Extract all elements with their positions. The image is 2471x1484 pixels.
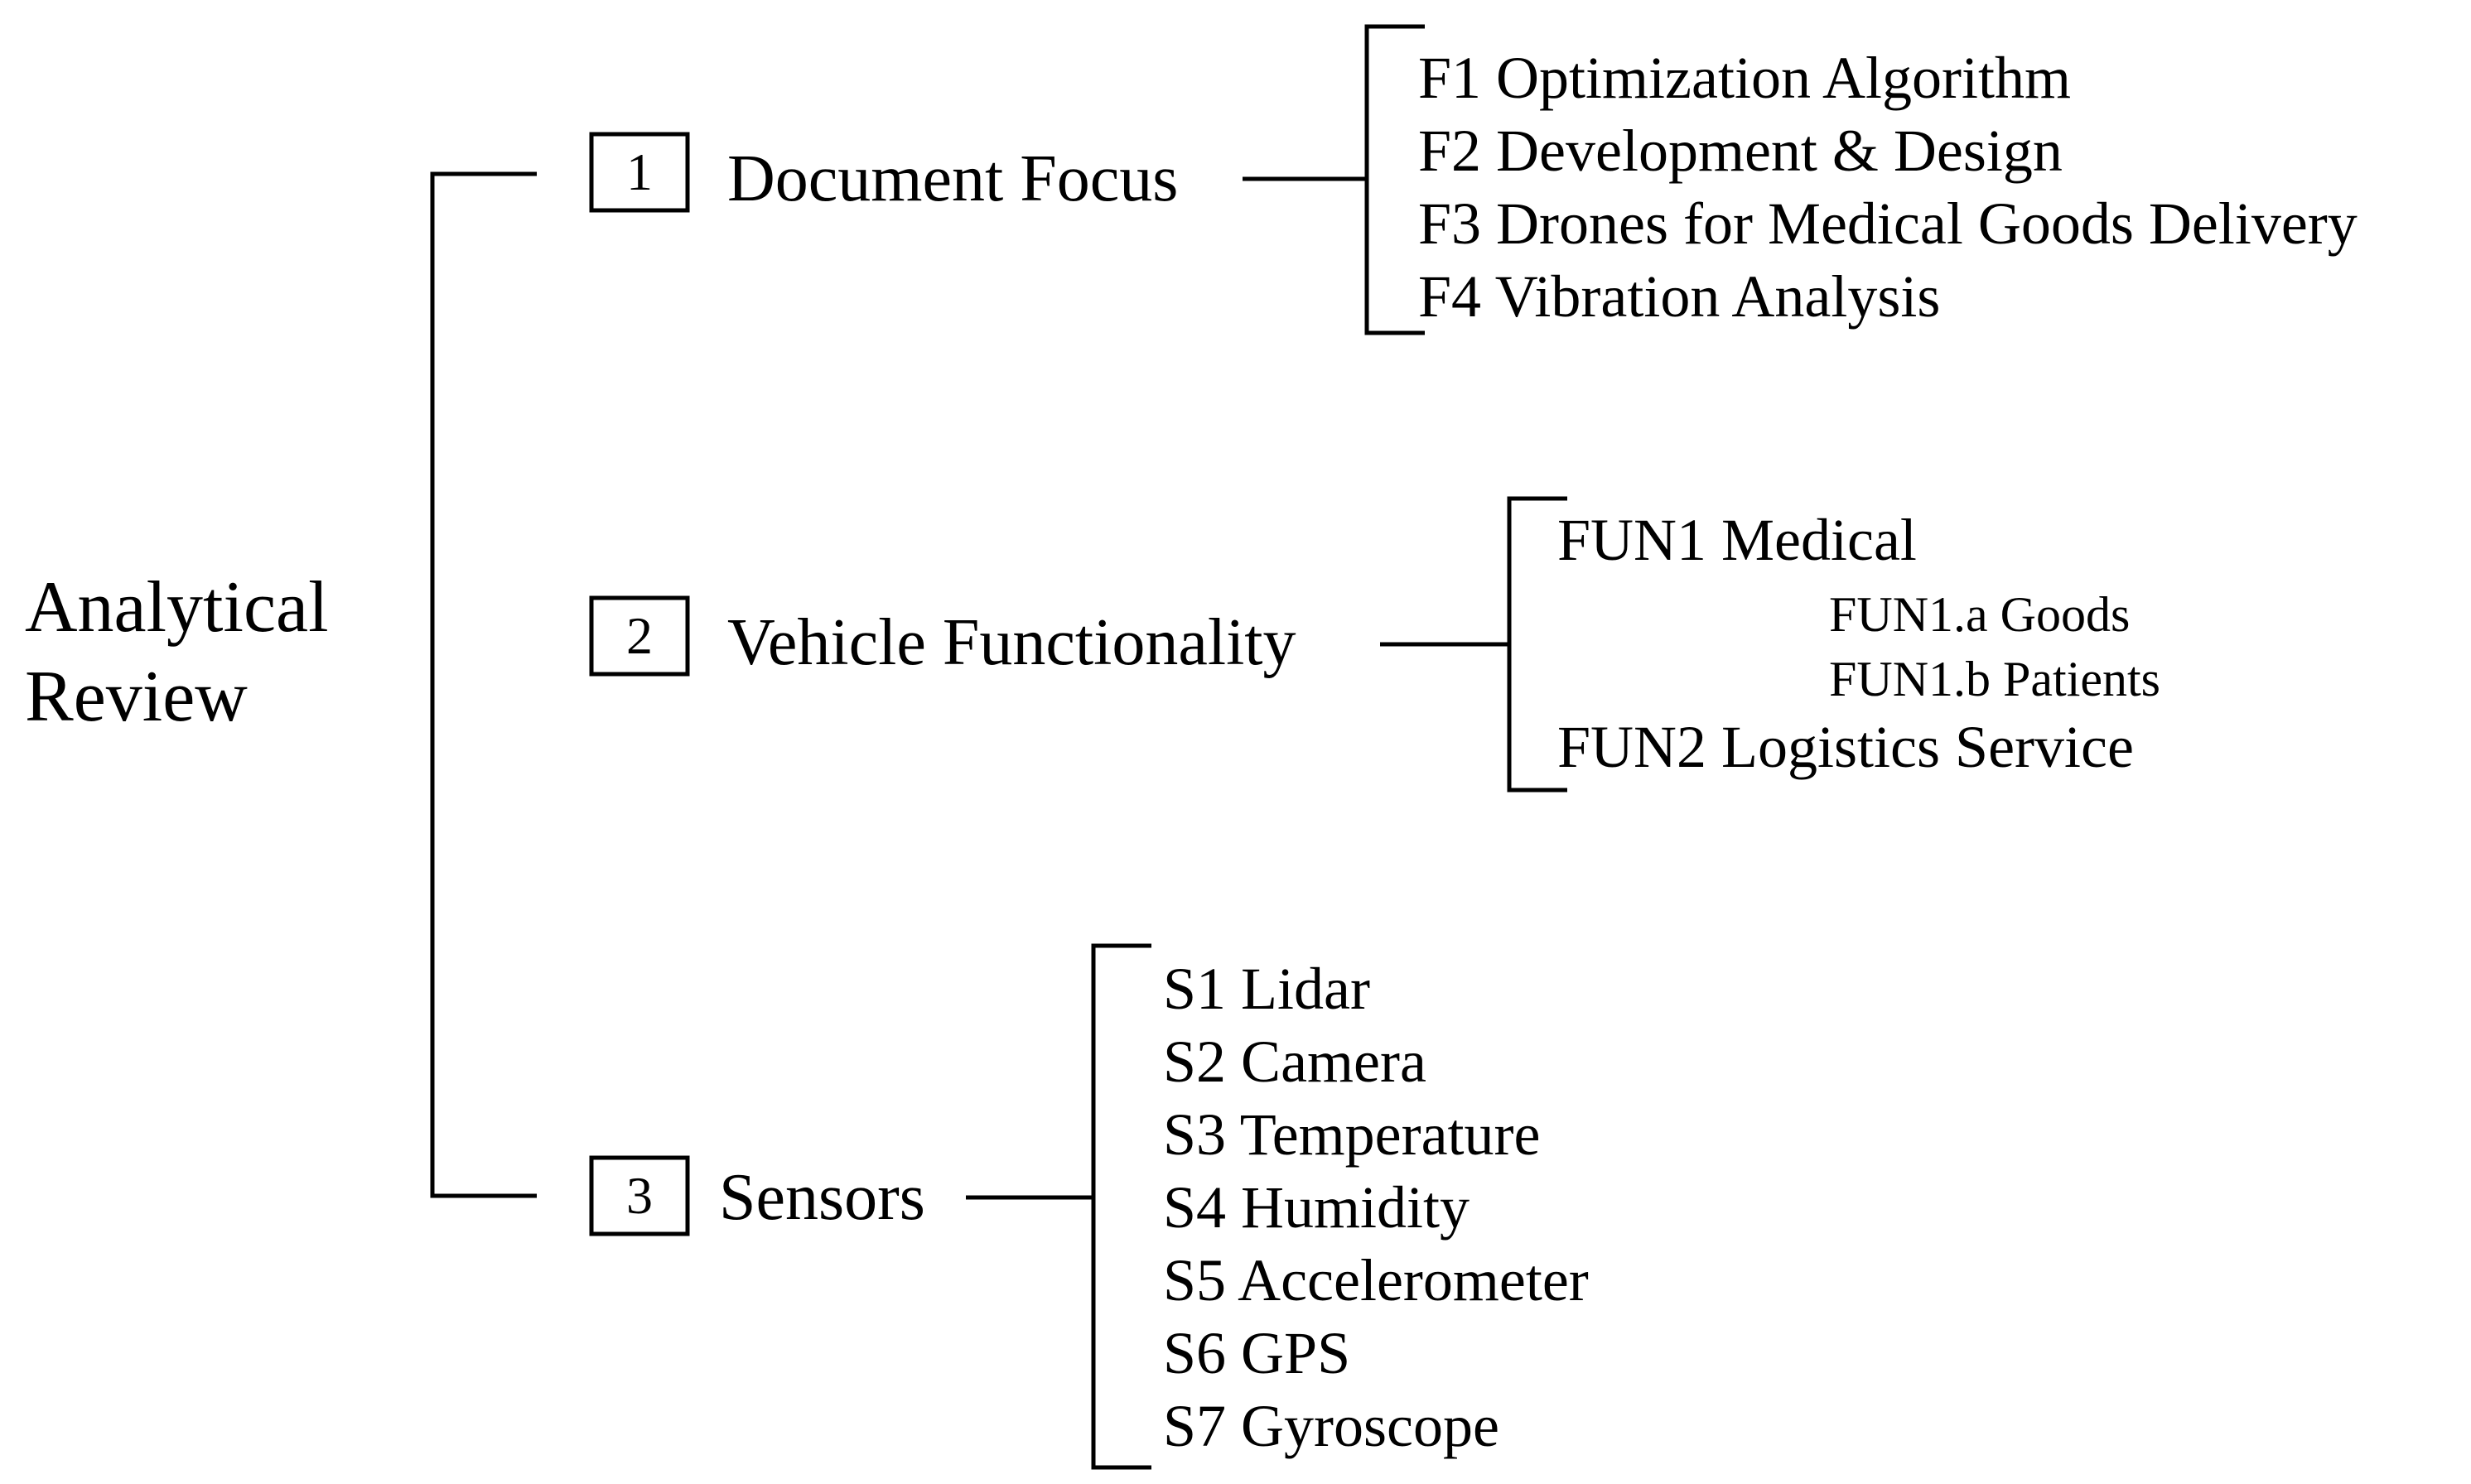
branch-1-item: F4 Vibration Analysis: [1418, 263, 1941, 330]
branch-3-item: S1 Lidar: [1163, 956, 1370, 1022]
branch-2-subitem: FUN1.a Goods: [1829, 587, 2131, 642]
branch-2-label: Vehicle Functionality: [727, 606, 1296, 679]
branch-3-bracket: [1091, 943, 1151, 1470]
branch-1-item: F2 Development & Design: [1418, 118, 2063, 184]
branch-2-number: 2: [626, 606, 653, 665]
branch-1-bracket: [1364, 24, 1425, 335]
branch-3-item: S5 Accelerometer: [1163, 1247, 1589, 1313]
branch-1-number-box: [589, 132, 690, 213]
branch-2-item: FUN1 Medical: [1557, 507, 1917, 573]
branch-3-item: S3 Temperature: [1163, 1101, 1541, 1168]
root-label-line2: Review: [25, 657, 248, 737]
branch-1-item: F1 Optimization Algorithm: [1418, 45, 2071, 111]
branch-3-item: S4 Humidity: [1163, 1174, 1470, 1241]
branch-1-label: Document Focus: [727, 142, 1179, 215]
branch-3-label: Sensors: [719, 1161, 925, 1234]
branch-3-number-box: [589, 1155, 690, 1236]
branch-3-item: S6 GPS: [1163, 1320, 1351, 1386]
branch-3-item: S7 Gyroscope: [1163, 1393, 1499, 1459]
branch-2-bracket: [1507, 496, 1567, 793]
branch-2-number-box: [589, 595, 690, 677]
branch-1-number: 1: [626, 142, 653, 201]
root-label: Analytical Review: [25, 563, 329, 742]
root-bracket: [430, 171, 537, 1198]
branch-3-number: 3: [626, 1166, 653, 1225]
branch-1-item: F3 Drones for Medical Goods Delivery: [1418, 190, 2358, 257]
branch-3-item: S2 Camera: [1163, 1029, 1426, 1095]
root-label-line1: Analytical: [25, 567, 329, 648]
branch-2-item: FUN2 Logistics Service: [1557, 714, 2134, 780]
branch-2-subitem: FUN1.b Patients: [1829, 652, 2161, 706]
